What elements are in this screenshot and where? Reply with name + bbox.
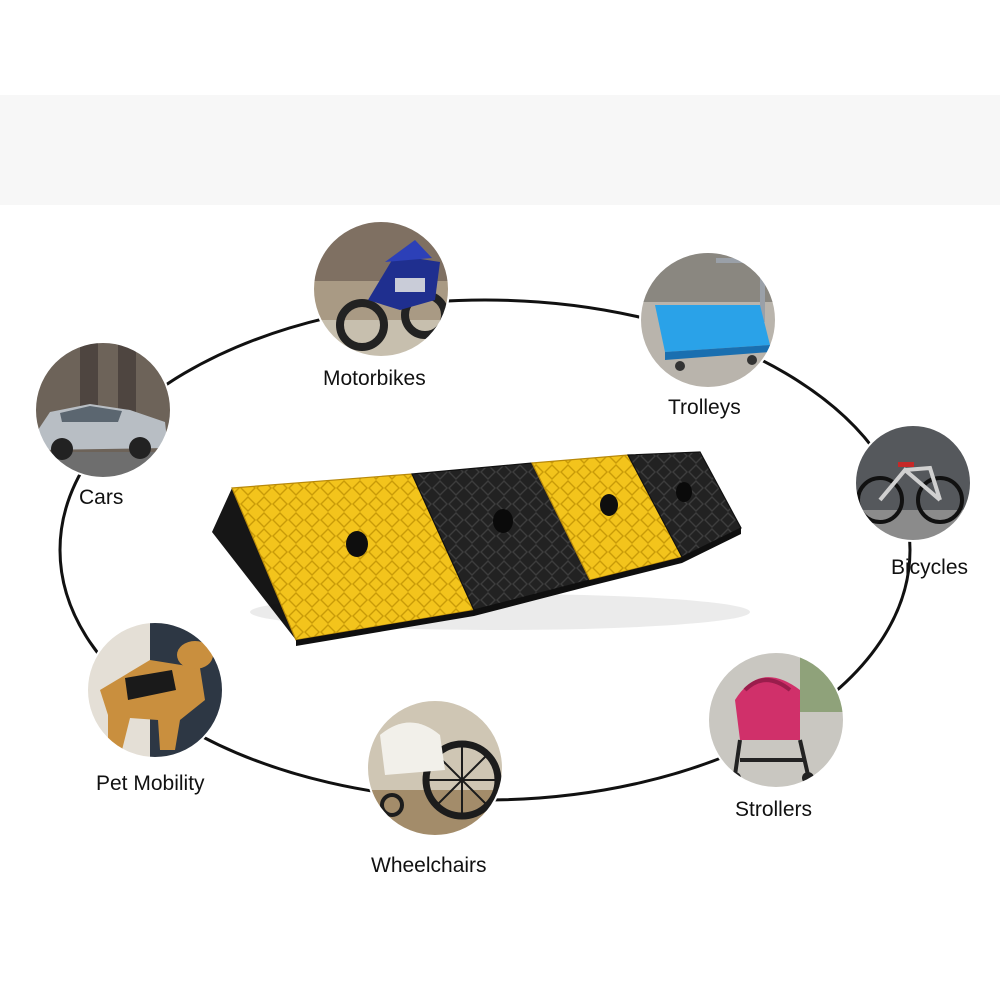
label-motorbikes: Motorbikes bbox=[323, 367, 426, 390]
label-cars: Cars bbox=[79, 486, 124, 509]
label-trolleys: Trolleys bbox=[668, 396, 741, 419]
label-bicycles: Bicycles bbox=[891, 556, 969, 579]
car-photo bbox=[35, 342, 171, 478]
stroller-photo bbox=[708, 652, 844, 788]
label-strollers: Strollers bbox=[735, 798, 813, 821]
curb-ramp-image bbox=[212, 451, 750, 646]
wheelchair-photo bbox=[367, 700, 503, 836]
background-band bbox=[0, 95, 1000, 205]
trolley-photo bbox=[640, 252, 776, 388]
dog-harness-photo bbox=[87, 622, 223, 758]
label-pet-mobility: Pet Mobility bbox=[96, 772, 205, 795]
motorbike-photo bbox=[313, 221, 449, 357]
label-wheelchairs: Wheelchairs bbox=[371, 854, 487, 877]
